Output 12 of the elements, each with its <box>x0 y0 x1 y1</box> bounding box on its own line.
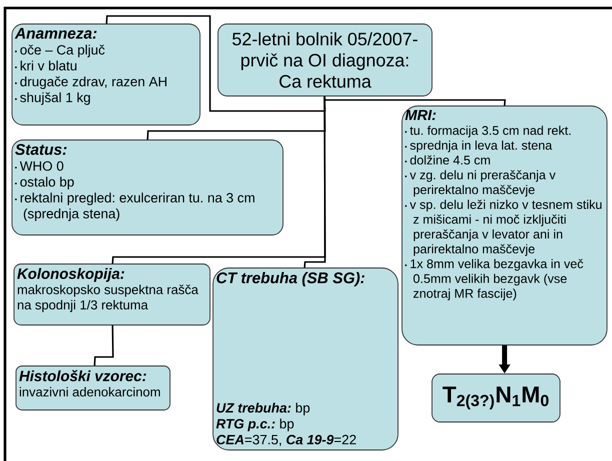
connector-line <box>324 96 506 106</box>
info-box: Anamneza: oče – Ca pljuč kri v blatu drugače zdrav, razen AH shujšal 1 kg <box>12 24 200 126</box>
info-box: MRI: tu. formacija 3.5 cm nad rekt. sprednja in leva lat. stena dolžine 4.5 cm v zg. delu ni preraščanja v perirektalno maščevje v sp. delu leži nizko v tesnem stiku z mišicami - ni moč izključiti preraščanja v levator ani in parirektalno maščevje 1x 8mm velika bezgavka in več 0.5mm velikih bezgavk (vse znotraj MR fascije) <box>402 106 608 346</box>
info-box: Histološki vzorec: invazivni adenokarcinom <box>16 366 170 410</box>
info-box: Status: WHO 0 ostalo bp rektalni pregled: exulceriran tu. na 3 cm (sprednja stena) <box>12 140 284 236</box>
connector-line <box>304 96 326 268</box>
connector-line <box>94 325 114 366</box>
stage-box: T$_{2(3?)}$N$_{1}$M$_{0}$ <box>432 374 560 422</box>
info-box: Kolonoskopija: makroskopsko suspektna rašča na spodnji 1/3 rektuma <box>14 264 210 326</box>
info-box: CT trebuha (SB SG): UZ trebuha: bp RTG p.c.: bp CEA=37.5, Ca 19-9=22 <box>212 268 398 450</box>
title-box: 52-letni bolnik 05/2007- prvič na OI diagnoza: Ca rektuma <box>218 24 432 96</box>
connector-line <box>106 15 326 112</box>
